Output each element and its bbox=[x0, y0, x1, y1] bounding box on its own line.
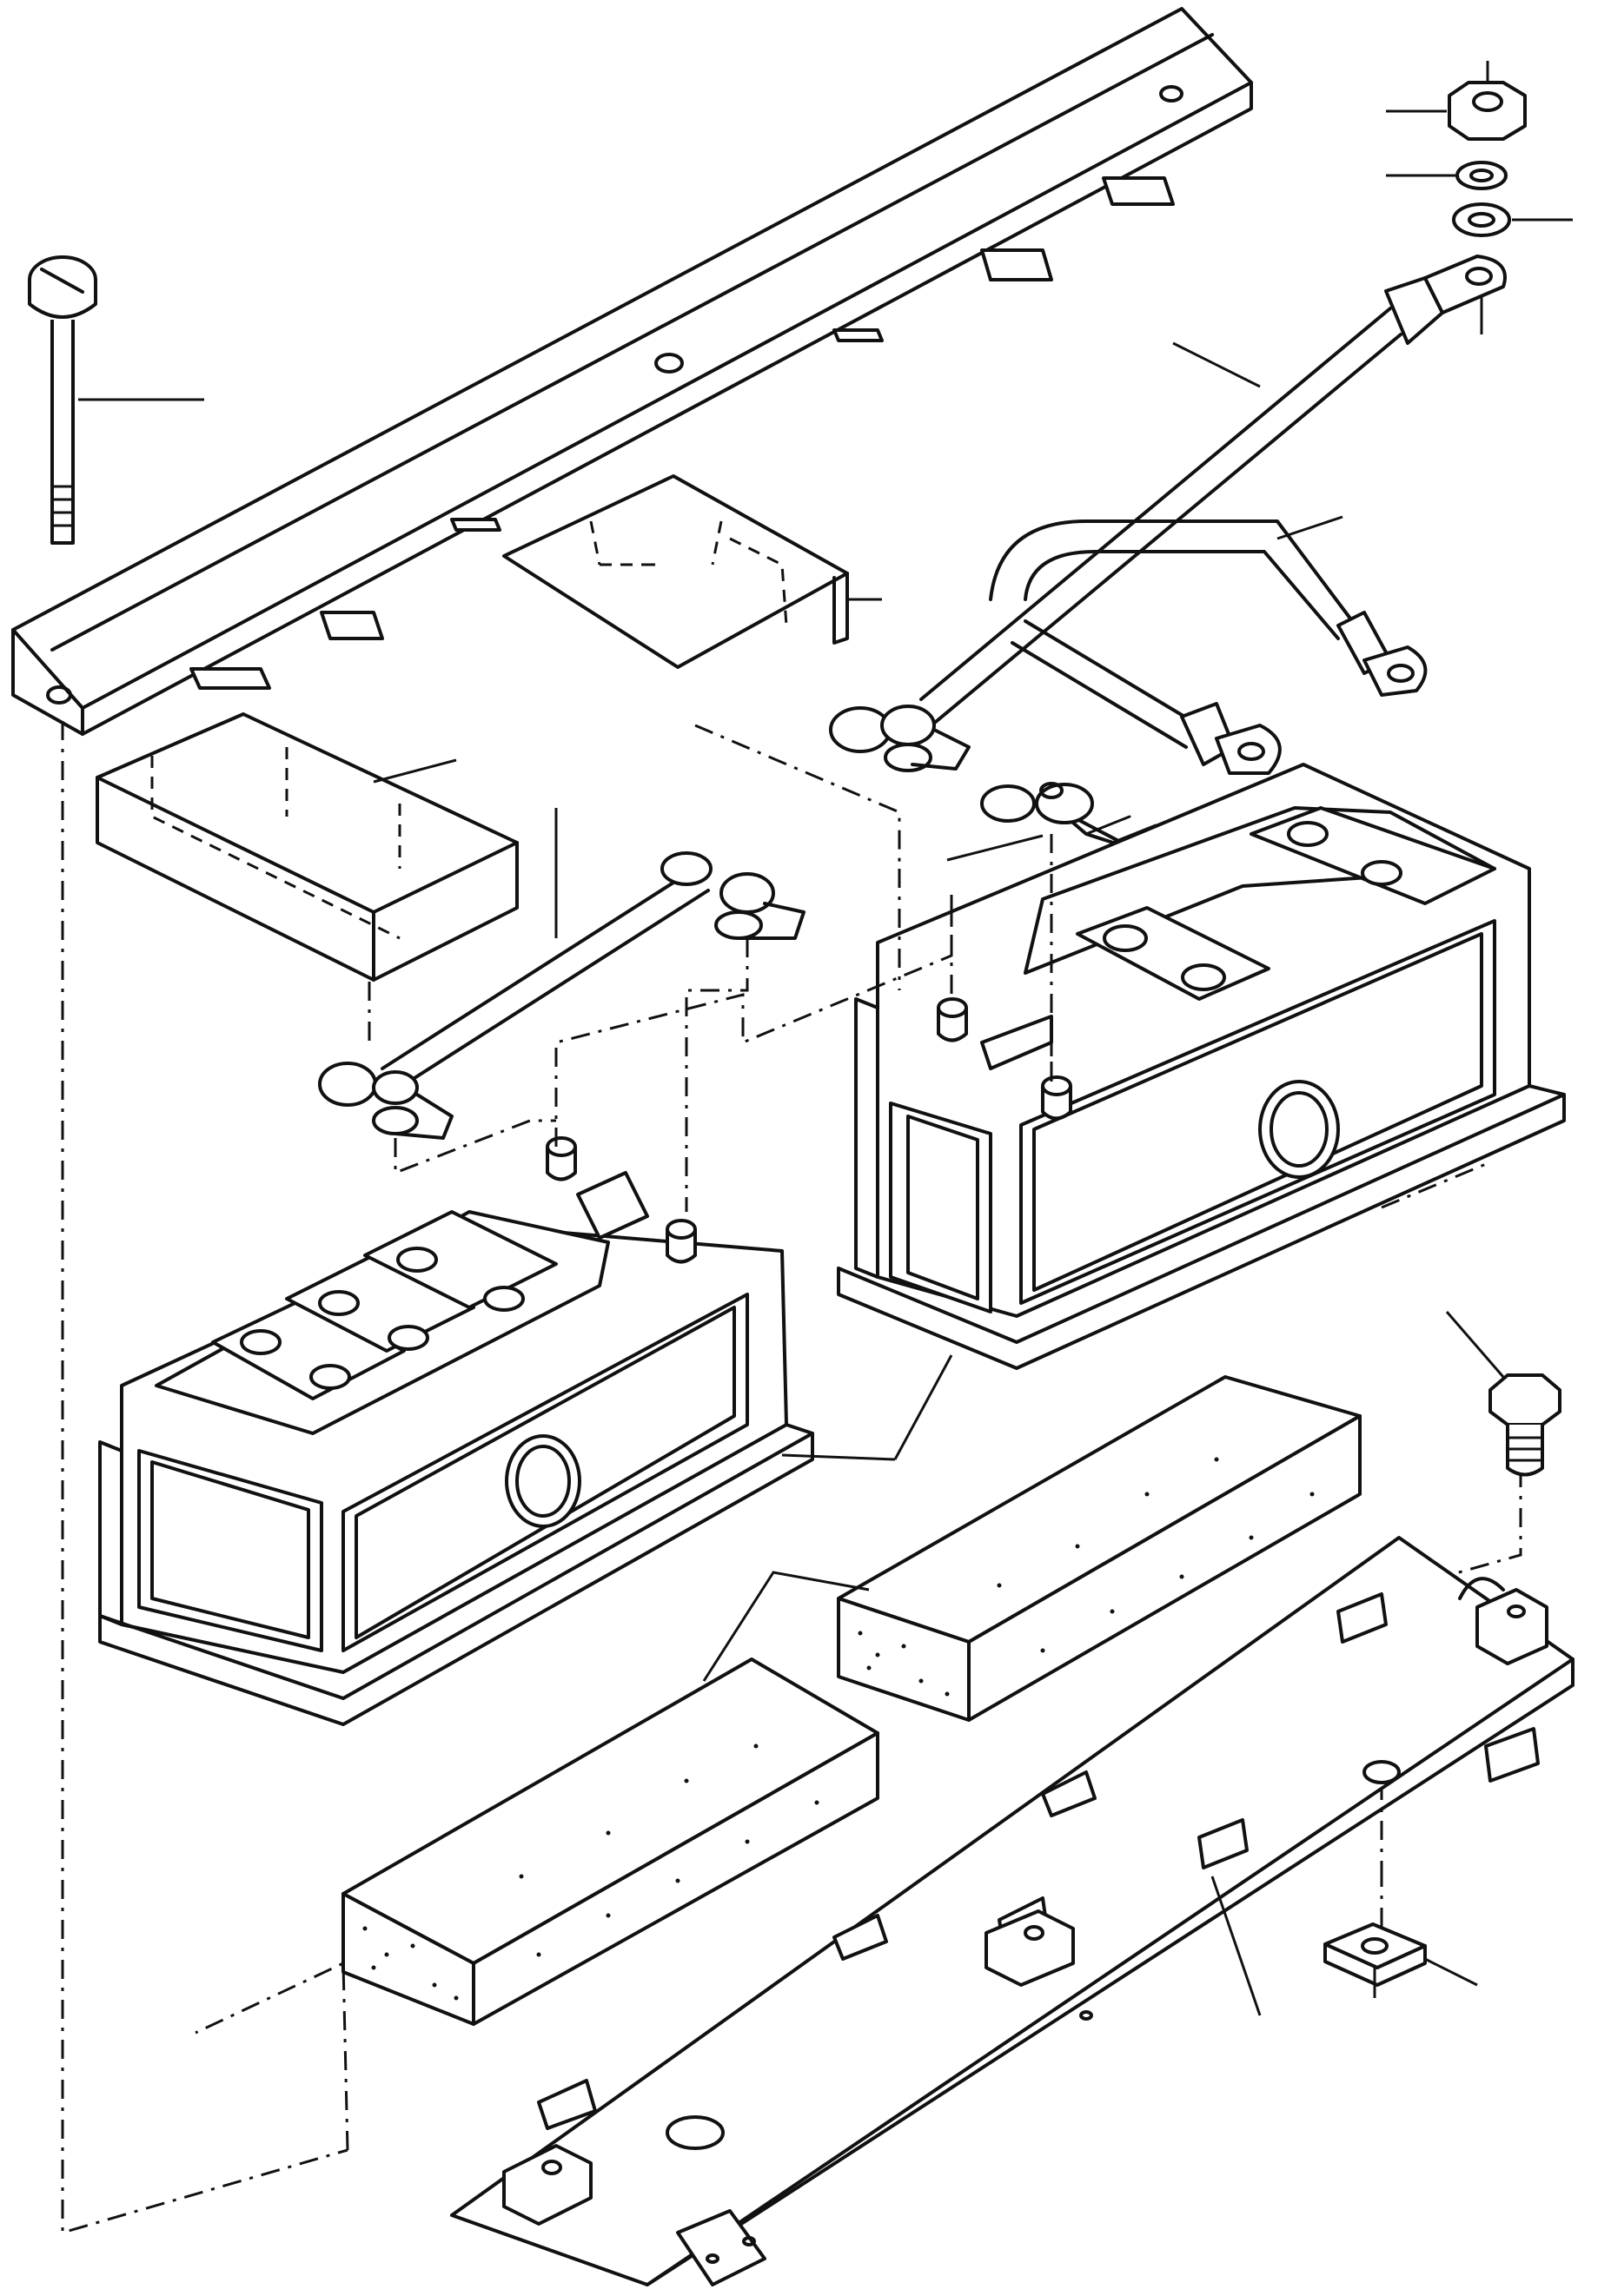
terminal-cover-plate bbox=[502, 474, 882, 669]
battery-cable-main bbox=[829, 255, 1507, 772]
battery-cable-curved bbox=[989, 515, 1428, 697]
nut-and-washers bbox=[1386, 61, 1573, 334]
connector-cable-left bbox=[318, 808, 806, 1140]
battery-clamp-bar bbox=[11, 7, 1253, 736]
terminal-cover-box bbox=[96, 712, 519, 982]
long-bolt bbox=[28, 255, 204, 545]
square-nut bbox=[1323, 1922, 1478, 1998]
battery-left bbox=[98, 1136, 896, 1726]
battery-base-tray bbox=[450, 1536, 1575, 2286]
foam-pad-right bbox=[837, 1375, 1362, 1722]
hex-bolt-small bbox=[1445, 1311, 1561, 1477]
short-ground-cable bbox=[1011, 619, 1282, 810]
foam-pad-left bbox=[341, 1571, 879, 2026]
battery-right bbox=[837, 763, 1566, 1460]
